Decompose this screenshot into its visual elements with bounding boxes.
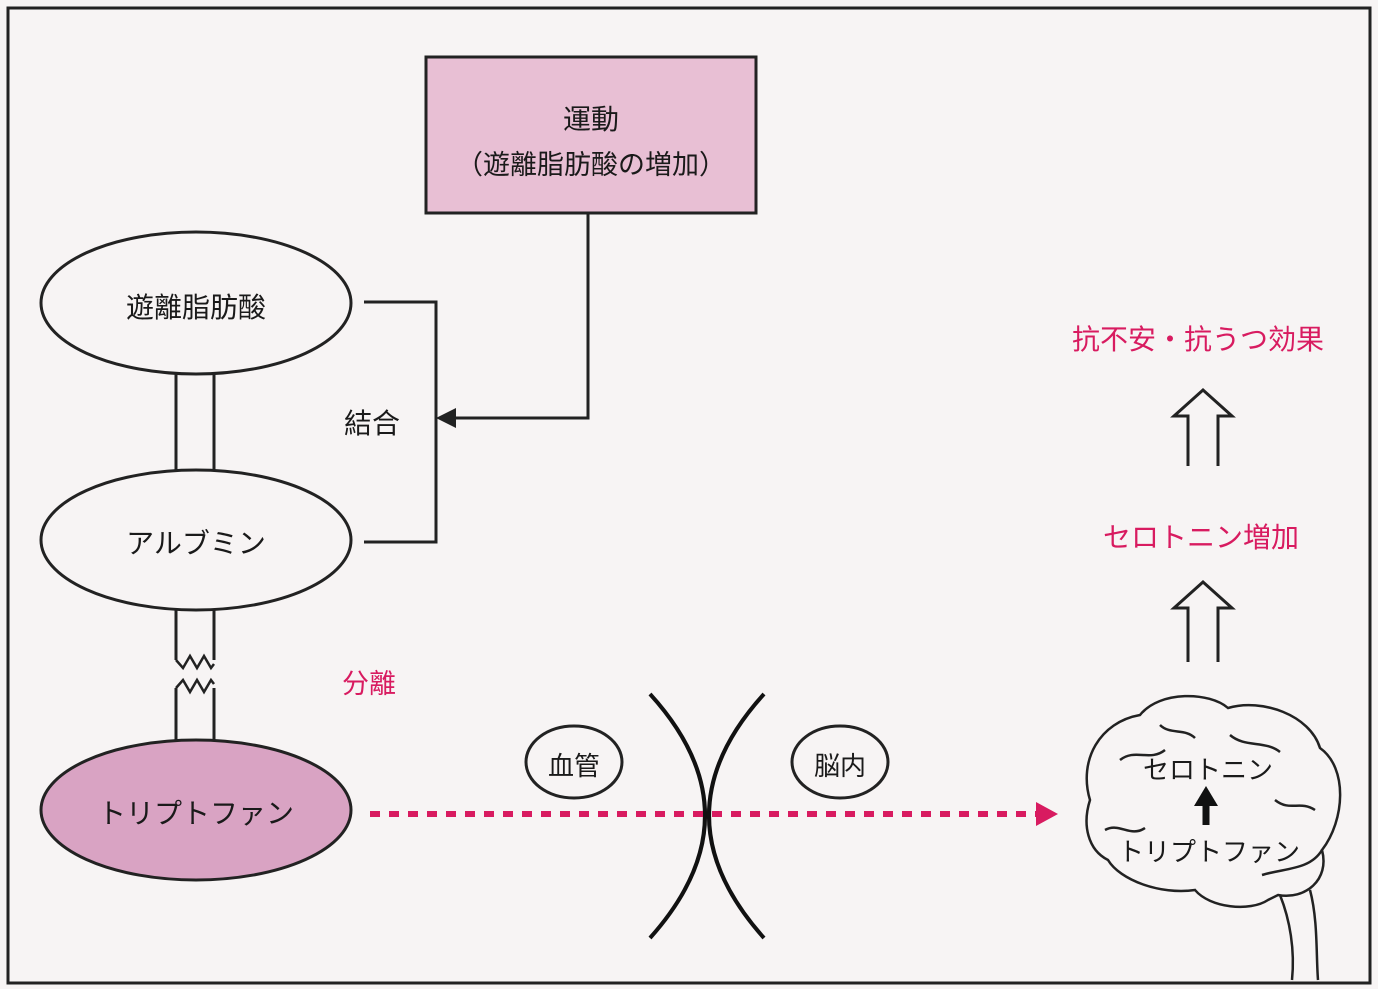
exercise-box <box>424 55 758 215</box>
serotonin-increase-label: セロトニン増加 <box>1103 521 1300 554</box>
binding-arrowhead <box>436 408 456 428</box>
exercise-label: 運動 <box>562 103 619 136</box>
binding-label: 結合 <box>344 407 401 440</box>
hollow-arrow-lower <box>1170 579 1236 662</box>
blood-vessel-label: 血管 <box>547 752 600 782</box>
exercise-sublabel: （遊離脂肪酸の増加） <box>456 150 726 181</box>
conversion-arrowhead <box>1194 786 1218 806</box>
brain-icon <box>1085 694 1342 981</box>
ffa-ellipse <box>39 230 353 376</box>
tryptophan-label: トリプトファン <box>97 797 294 830</box>
effect-label: 抗不安・抗うつ効果 <box>1072 323 1325 356</box>
exercise-connector <box>442 213 590 420</box>
brain-inside-ellipse <box>790 724 890 800</box>
barrier-curve-right <box>707 692 766 940</box>
separation-label: 分離 <box>342 669 396 700</box>
albumin-ellipse <box>39 468 353 612</box>
tryptophan-ellipse <box>39 738 353 882</box>
blood-vessel-ellipse <box>524 724 624 800</box>
break-zigzag-lower <box>175 677 215 695</box>
brain-tryptophan-label: トリプトファン <box>1117 838 1300 868</box>
transport-arrowhead <box>1036 802 1058 826</box>
frame <box>6 6 1372 985</box>
binding-bracket <box>364 300 438 544</box>
barrier-curve-left <box>648 692 707 940</box>
albumin-label: アルブミン <box>126 527 266 560</box>
brain-inside-label: 脳内 <box>813 752 866 782</box>
ffa-label: 遊離脂肪酸 <box>125 291 266 324</box>
hollow-arrow-upper <box>1170 387 1236 466</box>
brain-serotonin-label: セロトニン <box>1142 756 1273 786</box>
break-zigzag-upper <box>175 653 215 671</box>
